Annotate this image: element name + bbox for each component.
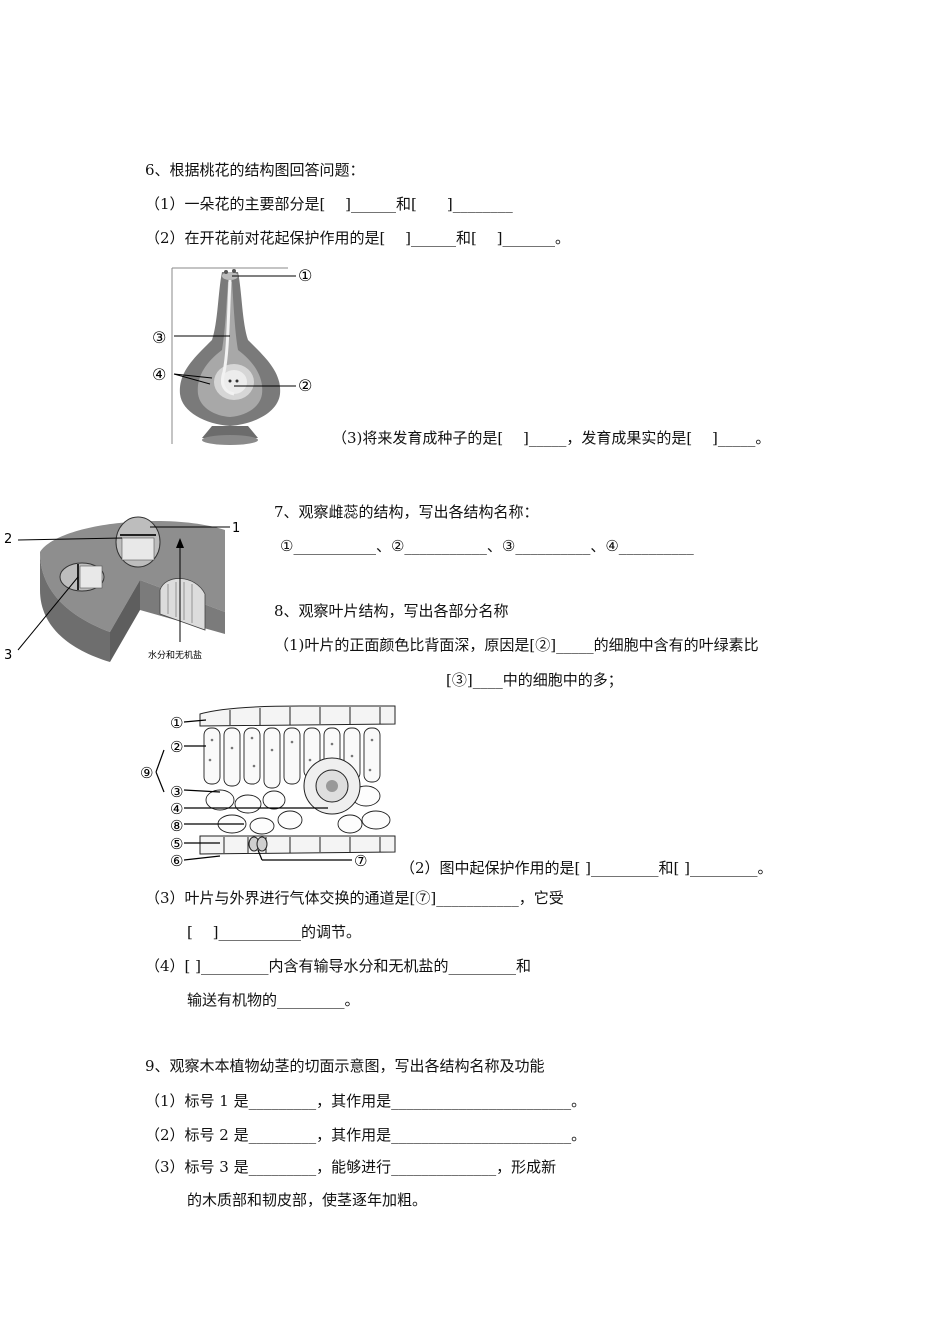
q8-part3a: （3）叶片与外界进行气体交换的通道是[⑦]___________，它受	[145, 889, 564, 907]
q7-blanks: ①___________、②___________、③__________、④_…	[280, 537, 694, 555]
q6-part2: （2）在开花前对花起保护作用的是[ ]______和[ ]_______。	[145, 229, 570, 247]
q9-part1: （1）标号 1 是_________，其作用是_________________…	[145, 1092, 587, 1110]
woody-stem-section-diagram: 1 2 3 水分和无机盐	[4, 516, 240, 663]
q6-part1: （1）一朵花的主要部分是[ ]______和[ ]________	[145, 195, 513, 213]
q8-label-5: ⑤	[170, 835, 183, 853]
q8-label-7: ⑦	[354, 852, 367, 870]
q8-label-6: ⑥	[170, 852, 183, 870]
q6-label-3: ③	[152, 328, 166, 347]
q9-part3b: 的木质部和韧皮部，使茎逐年加粗。	[187, 1191, 428, 1209]
q8-label-3: ③	[170, 783, 183, 801]
q7-label-3: 3	[4, 648, 12, 663]
q8-part3b: [ ]___________的调节。	[187, 923, 361, 941]
q8-part1a: （1)叶片的正面颜色比背面深，原因是[②]_____的细胞中含有的叶绿素比	[274, 636, 759, 654]
leaf-cross-section-diagram: ① ② ⑨ ③ ④ ⑧ ⑤ ⑥ ⑦	[140, 705, 396, 870]
q7-label-2: 2	[4, 532, 12, 547]
q8-part4a: （4）[ ]_________内含有输导水分和无机盐的_________和	[145, 957, 532, 975]
q6-label-2: ②	[298, 376, 312, 395]
q8-title: 8、观察叶片结构，写出各部分名称	[274, 602, 509, 620]
q8-label-4: ④	[170, 800, 183, 818]
q6-label-4: ④	[152, 365, 166, 384]
q7-title: 7、观察雌蕊的结构，写出各结构名称：	[274, 503, 539, 521]
q6-part3: （3)将来发育成种子的是[ ]_____，发育成果实的是[ ]_____。	[332, 429, 771, 447]
q9-part3a: （3）标号 3 是_________，能够进行______________，形成…	[145, 1158, 557, 1176]
q6-title: 6、根据桃花的结构图回答问题：	[145, 161, 365, 179]
peach-flower-pistil-diagram: ① ③ ④ ②	[152, 266, 312, 445]
q6-label-1: ①	[298, 266, 312, 285]
q8-label-2: ②	[170, 738, 183, 756]
q8-part4b: 输送有机物的_________。	[187, 991, 360, 1009]
q8-label-8: ⑧	[170, 817, 183, 835]
q8-part2: （2）图中起保护作用的是[ ]_________和[ ]_________。	[400, 859, 773, 877]
q8-label-1: ①	[170, 714, 183, 732]
q7-label-1: 1	[232, 521, 240, 536]
q8-part1b: [③]____中的细胞中的多；	[446, 671, 623, 689]
q8-label-9: ⑨	[140, 764, 153, 782]
q9-title: 9、观察木本植物幼茎的切面示意图，写出各结构名称及功能	[145, 1057, 545, 1075]
q7-caption: 水分和无机盐	[148, 649, 202, 661]
q9-part2: （2）标号 2 是_________，其作用是_________________…	[145, 1126, 587, 1144]
